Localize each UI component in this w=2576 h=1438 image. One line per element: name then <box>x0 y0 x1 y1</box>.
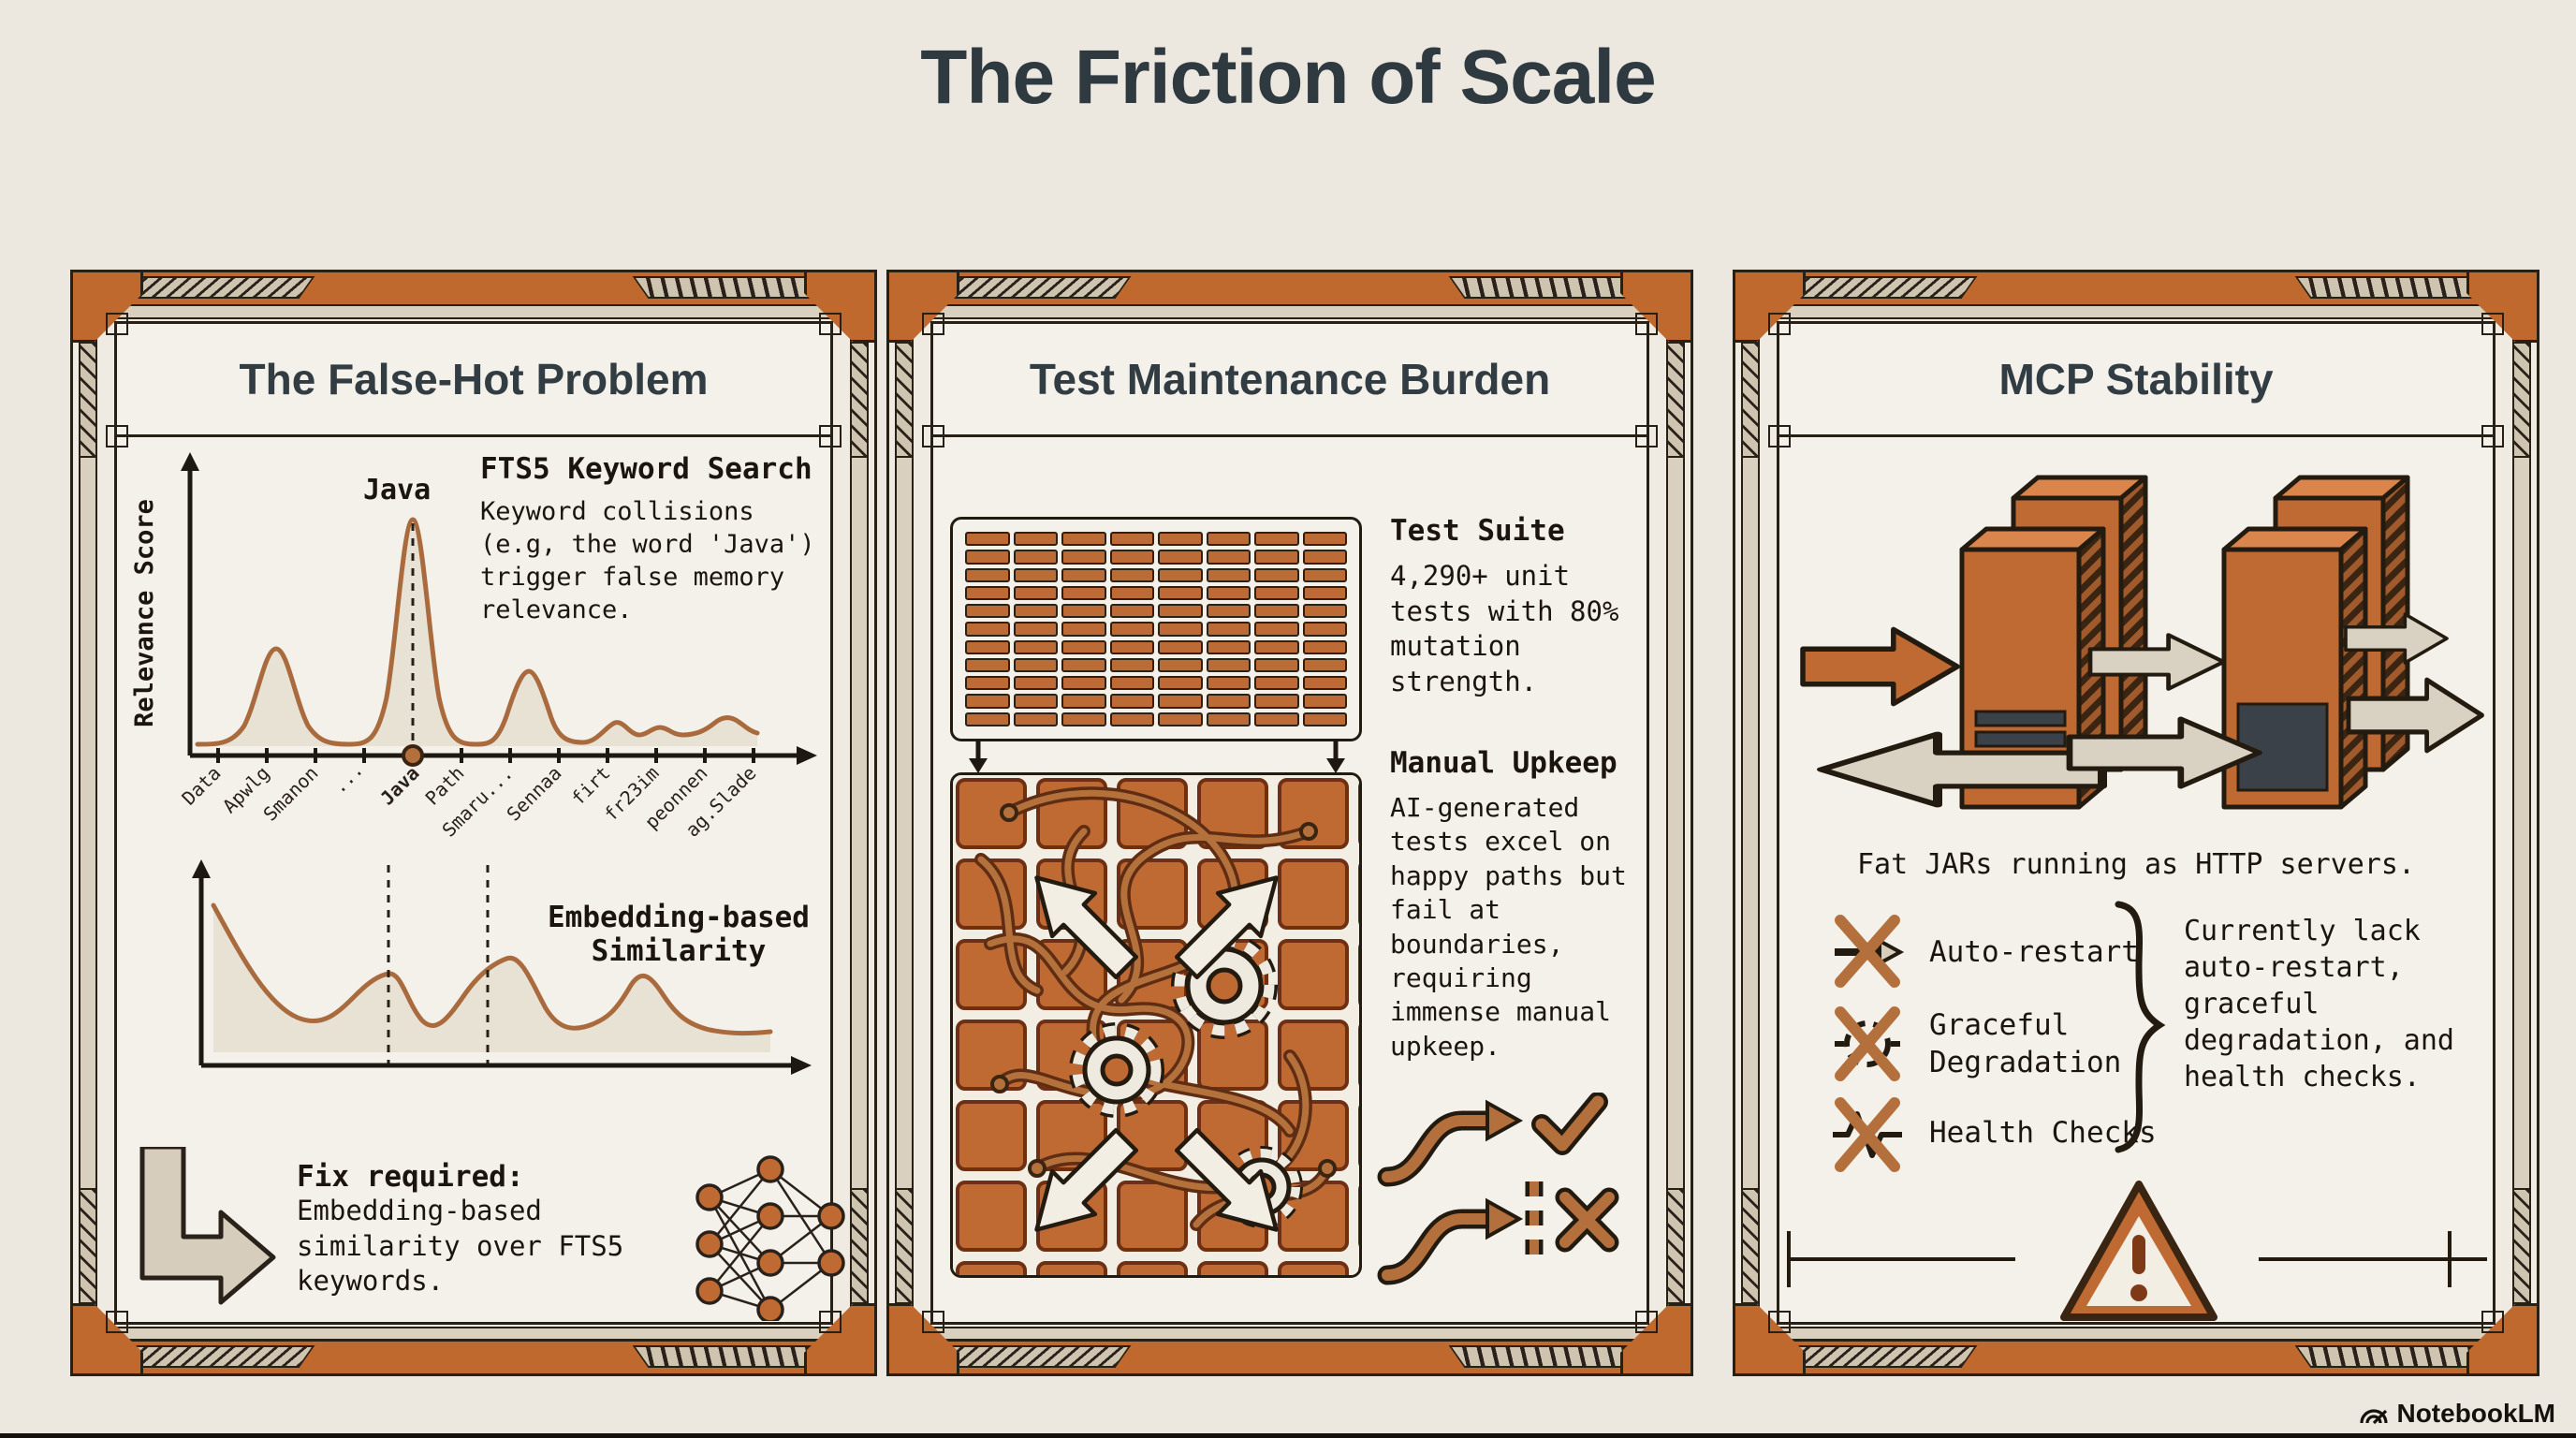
gear-icon <box>1069 1022 1164 1118</box>
fat-jars-caption: Fat JARs running as HTTP servers. <box>1856 848 2416 881</box>
card-mcp-stability: MCP Stability <box>1768 313 2504 1333</box>
bent-arrow-icon <box>139 1147 276 1305</box>
upkeep-heading: Manual Upkeep <box>1390 746 1617 780</box>
curly-brace <box>2115 901 2166 1153</box>
fat-jar-servers-illustration <box>1789 475 2491 818</box>
panel-title: MCP Stability <box>1998 355 2274 404</box>
heartbeat-crossed-icon <box>1833 1097 1902 1172</box>
frame-top-band <box>70 270 877 307</box>
circle-crossed-icon <box>1835 1006 1900 1081</box>
relevance-score-chart: Relevance Score Java Data Apwlg Smanon ·… <box>130 452 817 842</box>
lack-text: Currently lack auto-restart, graceful de… <box>2184 915 2454 1093</box>
feature-label-auto-restart: Auto-restart <box>1929 935 2139 969</box>
tangled-tests-illustration <box>950 772 1362 1278</box>
panel-false-hot-problem: The False-Hot Problem <box>70 270 877 1376</box>
suite-body: 4,290+ unit tests with 80% mutation stre… <box>1390 560 1619 698</box>
happy-path-vs-boundary-icon <box>1377 1093 1619 1285</box>
fts5-heading: FTS5 Keyword Search <box>480 452 812 486</box>
arrow-crossed-icon <box>1835 915 1905 988</box>
upkeep-body: AI-generated tests excel on happy paths … <box>1390 792 1627 1062</box>
panel-title: Test Maintenance Burden <box>1029 355 1551 404</box>
arrow-head <box>1486 1197 1524 1240</box>
fts5-body: Keyword collisions (e.g, the word 'Java'… <box>480 497 815 625</box>
panel-header: MCP Stability <box>1779 324 2493 437</box>
peak-label: Java <box>363 474 431 506</box>
feature-label-health-checks: Health Checks <box>1929 1116 2157 1150</box>
arrow-head <box>1486 1099 1524 1142</box>
check-icon <box>1535 1095 1604 1152</box>
svg-text:···: ··· <box>331 762 372 802</box>
panel-title: The False-Hot Problem <box>239 355 709 404</box>
test-suite-grid <box>950 517 1362 741</box>
fix-body: Embedding-based similarity over FTS5 key… <box>297 1195 624 1298</box>
svg-text:Smanon: Smanon <box>258 762 322 826</box>
notebooklm-logo-icon <box>2360 1409 2389 1425</box>
embedding-similarity-chart <box>192 859 812 1075</box>
neural-network-icon <box>695 1155 845 1321</box>
warning-row <box>1787 1181 2487 1321</box>
fix-heading: Fix required: <box>297 1160 524 1194</box>
panel-mcp-stability: MCP Stability <box>1733 270 2539 1376</box>
chart2-label-line2: Similarity <box>591 934 767 968</box>
suite-heading: Test Suite <box>1390 514 1565 548</box>
panel-header: The False-Hot Problem <box>117 324 830 437</box>
watermark-label: NotebookLM <box>2396 1399 2555 1428</box>
flow-down-arrows <box>969 740 1345 773</box>
svg-text:Sennaa: Sennaa <box>502 762 565 826</box>
chart2-label-line1: Embedding-based <box>548 901 810 934</box>
y-axis-label: Relevance Score <box>130 499 159 727</box>
card-test-maintenance: Test Maintenance Burden Test Suite 4,290… <box>922 313 1658 1333</box>
panel-header: Test Maintenance Burden <box>933 324 1647 437</box>
card-false-hot: The False-Hot Problem <box>106 313 845 1333</box>
java-axis-dot <box>402 744 424 767</box>
frame-left-rail <box>79 315 97 1330</box>
watermark: NotebookLM <box>2358 1399 2555 1429</box>
frame-right-rail <box>850 315 869 1330</box>
panel-test-maintenance: Test Maintenance Burden Test Suite 4,290… <box>886 270 1693 1376</box>
svg-text:Java: Java <box>376 762 424 810</box>
warning-triangle-icon <box>2060 1181 2217 1321</box>
bottom-edge-strip <box>0 1433 2576 1438</box>
frame-bottom-band <box>70 1339 877 1376</box>
page-title: The Friction of Scale <box>920 35 1656 120</box>
x-icon <box>1555 1187 1619 1253</box>
feature-label-graceful-degradation: Graceful Degradation <box>1929 1008 2122 1080</box>
